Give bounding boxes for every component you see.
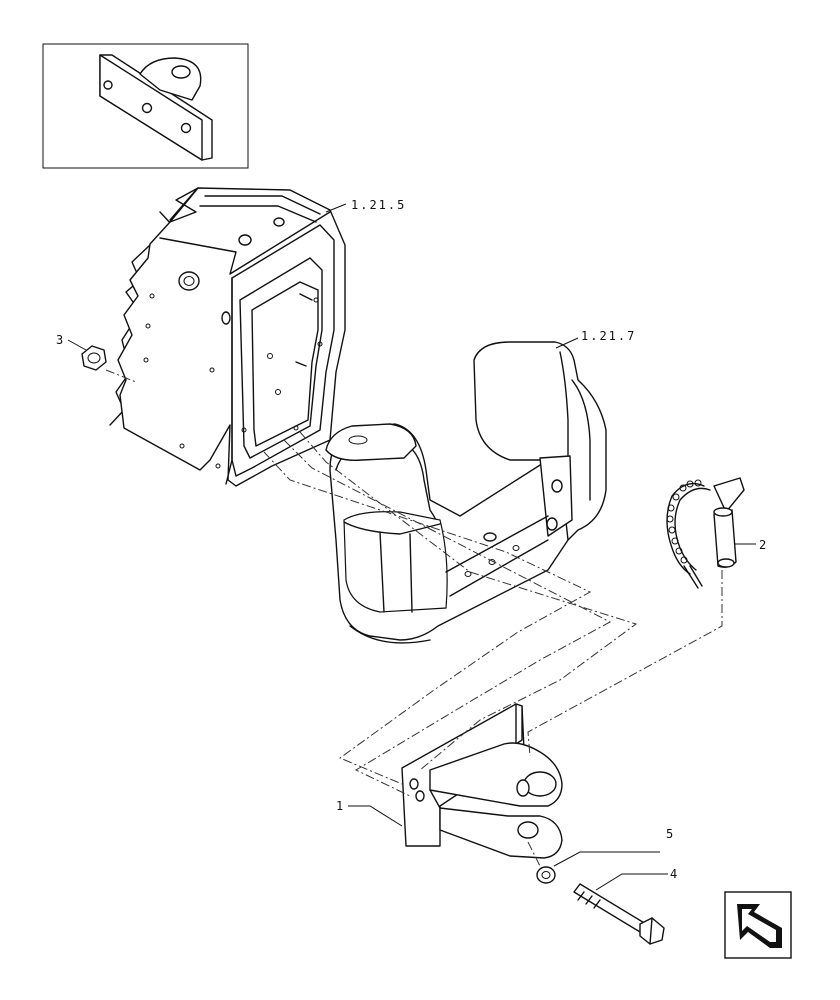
leader-lines — [67, 203, 756, 891]
bracket-detail-icon — [99, 54, 213, 161]
callout-item-3: 3 — [56, 333, 65, 347]
callout-item-5: 5 — [666, 827, 675, 841]
washer — [536, 866, 556, 884]
callout-item-4: 4 — [670, 867, 679, 881]
navigation-arrow-icon[interactable] — [724, 891, 792, 959]
callout-item-1: 1 — [336, 799, 345, 813]
inset-detail-box — [42, 43, 249, 169]
ref-label-1-21-7: 1.21.7 — [581, 329, 636, 343]
hitch-pin-with-chain — [666, 477, 745, 589]
callout-item-2: 2 — [759, 538, 768, 552]
drawbar-support-cradle — [325, 341, 607, 644]
hex-nut — [81, 345, 107, 371]
assembly-centerlines — [105, 369, 723, 867]
front-frame-housing — [109, 187, 346, 487]
ref-label-1-21-5: 1.21.5 — [351, 198, 406, 212]
tow-hitch-bracket — [401, 703, 563, 859]
hex-bolt — [573, 883, 665, 945]
